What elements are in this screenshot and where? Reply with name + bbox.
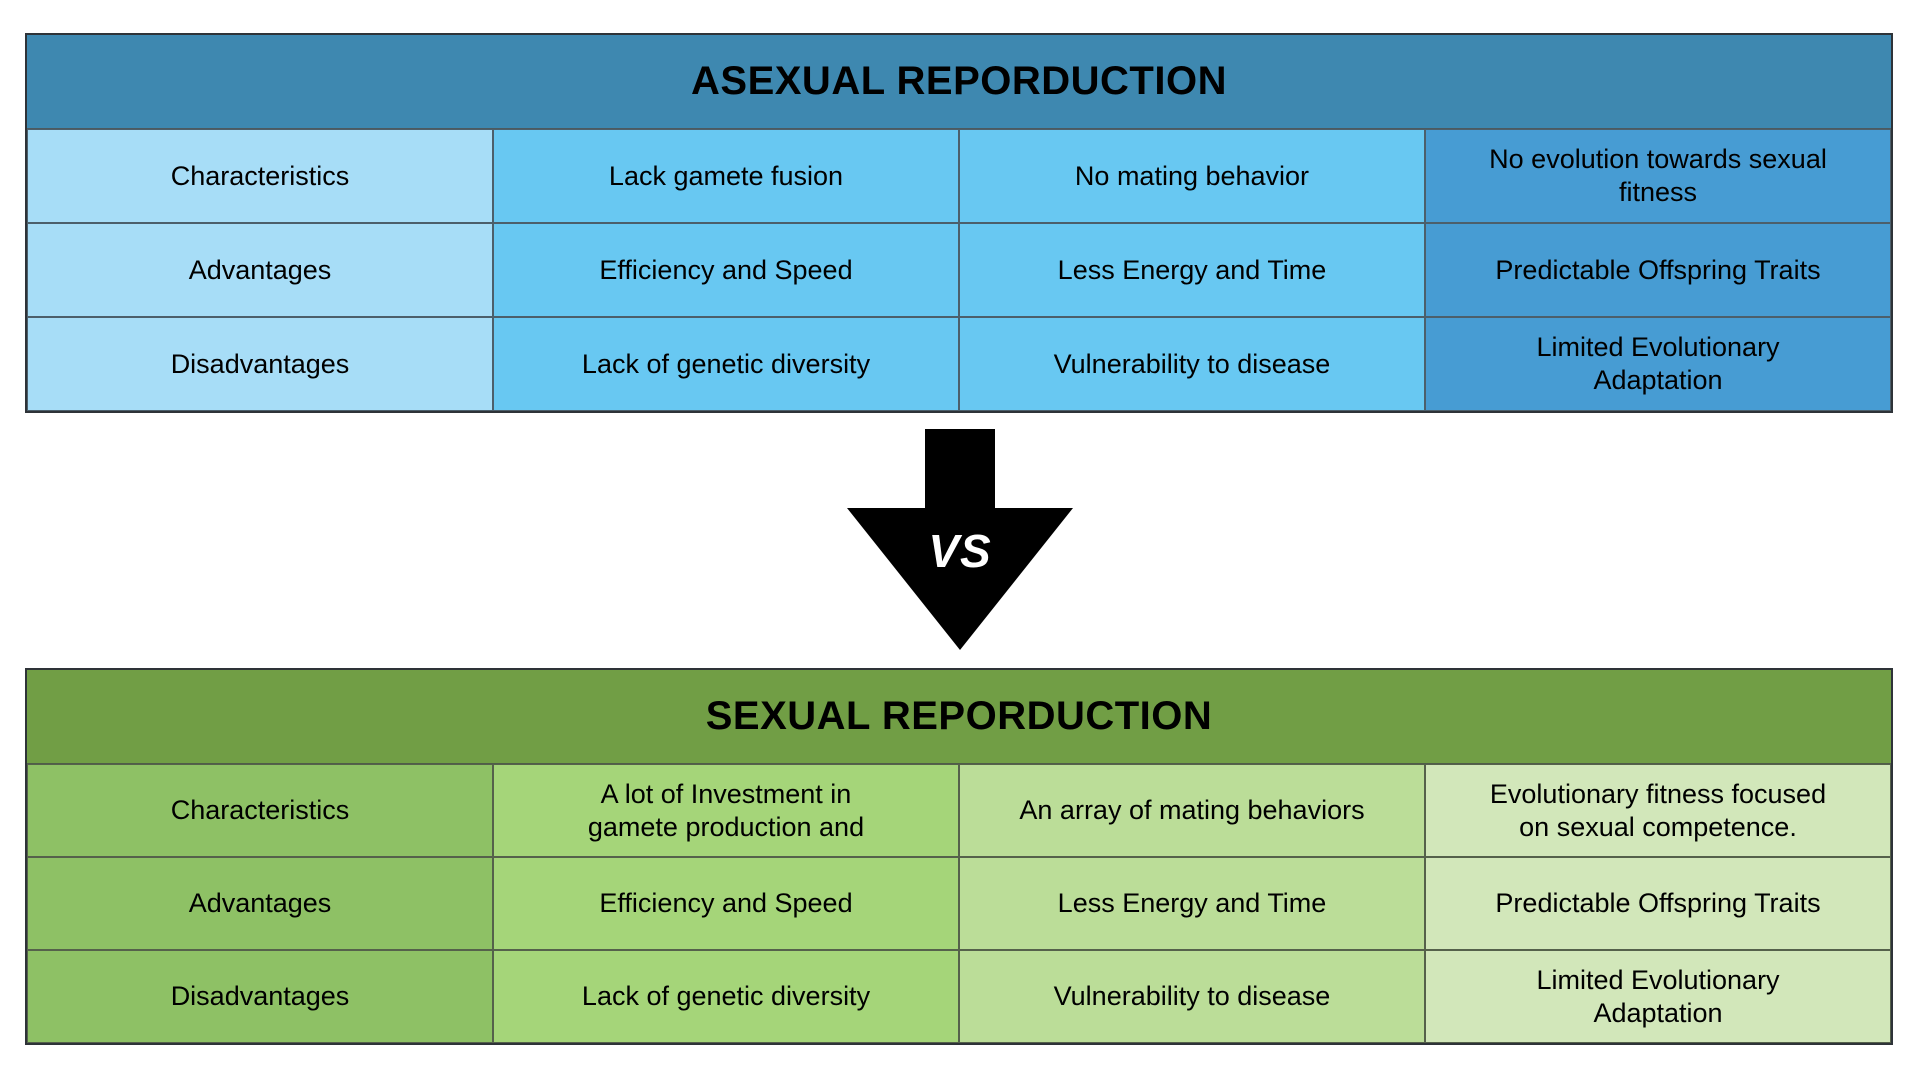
sexual-row-label-disadvantages: Disadvantages bbox=[27, 950, 493, 1043]
asexual-characteristics-cell-2: No mating behavior bbox=[959, 129, 1425, 223]
asexual-characteristics-cell-1: Lack gamete fusion bbox=[493, 129, 959, 223]
sexual-disadvantages-cell-1: Lack of genetic diversity bbox=[493, 950, 959, 1043]
vs-label: VS bbox=[928, 525, 992, 577]
vs-down-arrow-icon bbox=[847, 429, 1073, 650]
asexual-advantages-cell-2: Less Energy and Time bbox=[959, 223, 1425, 317]
sexual-row-label-advantages: Advantages bbox=[27, 857, 493, 950]
asexual-disadvantages-cell-1: Lack of genetic diversity bbox=[493, 317, 959, 411]
sexual-characteristics-cell-3: Evolutionary fitness focused on sexual c… bbox=[1425, 764, 1891, 857]
asexual-advantages-cell-3: Predictable Offspring Traits bbox=[1425, 223, 1891, 317]
asexual-table-title: ASEXUAL REPORDUCTION bbox=[27, 35, 1891, 129]
asexual-advantages-cell-1: Efficiency and Speed bbox=[493, 223, 959, 317]
asexual-row-label-disadvantages: Disadvantages bbox=[27, 317, 493, 411]
asexual-row-label-characteristics: Characteristics bbox=[27, 129, 493, 223]
sexual-characteristics-cell-1: A lot of Investment in gamete production… bbox=[493, 764, 959, 857]
asexual-table: ASEXUAL REPORDUCTION Characteristics Lac… bbox=[25, 33, 1893, 413]
sexual-advantages-cell-3: Predictable Offspring Traits bbox=[1425, 857, 1891, 950]
sexual-disadvantages-cell-3: Limited Evolutionary Adaptation bbox=[1425, 950, 1891, 1043]
sexual-table-title: SEXUAL REPORDUCTION bbox=[27, 670, 1891, 764]
sexual-advantages-cell-1: Efficiency and Speed bbox=[493, 857, 959, 950]
sexual-row-label-characteristics: Characteristics bbox=[27, 764, 493, 857]
asexual-disadvantages-cell-2: Vulnerability to disease bbox=[959, 317, 1425, 411]
sexual-disadvantages-cell-2: Vulnerability to disease bbox=[959, 950, 1425, 1043]
asexual-table-grid: Characteristics Lack gamete fusion No ma… bbox=[27, 129, 1891, 411]
sexual-table: SEXUAL REPORDUCTION Characteristics A lo… bbox=[25, 668, 1893, 1045]
vs-arrow-polygon bbox=[847, 429, 1073, 650]
asexual-row-label-advantages: Advantages bbox=[27, 223, 493, 317]
asexual-characteristics-cell-3: No evolution towards sexual fitness bbox=[1425, 129, 1891, 223]
sexual-characteristics-cell-2: An array of mating behaviors bbox=[959, 764, 1425, 857]
sexual-advantages-cell-2: Less Energy and Time bbox=[959, 857, 1425, 950]
sexual-table-grid: Characteristics A lot of Investment in g… bbox=[27, 764, 1891, 1043]
asexual-disadvantages-cell-3: Limited Evolutionary Adaptation bbox=[1425, 317, 1891, 411]
